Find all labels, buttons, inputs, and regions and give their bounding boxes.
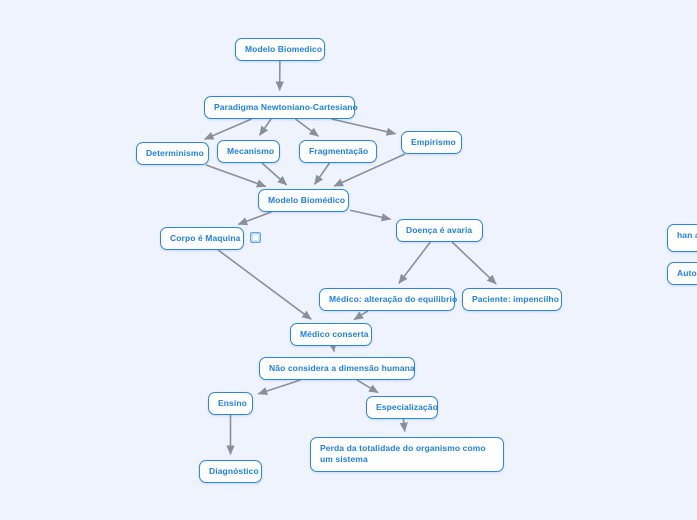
node-medico-conserta[interactable]: Médico conserta	[290, 323, 372, 347]
node-paradigma[interactable]: Paradigma Newtoniano-Cartesiano	[204, 96, 358, 120]
attachment-icon[interactable]	[250, 232, 261, 243]
node-label: Paciente: impencilho	[472, 294, 560, 304]
node-label: Especialização	[376, 402, 438, 412]
node-especializacao[interactable]: Especialização	[366, 396, 438, 420]
node-fragmentacao[interactable]: Fragmentação	[299, 140, 377, 164]
edge-doenca-e-avaria-to-paciente-impencilho	[451, 241, 497, 285]
edge-paradigma-to-fragmentacao	[294, 118, 319, 137]
edge-paradigma-to-empirismo	[331, 118, 397, 136]
edge-nao-considera-to-ensino	[257, 379, 301, 396]
node-ensino[interactable]: Ensino	[208, 392, 253, 416]
node-label: Perda da totalidade do organismo como um…	[320, 443, 486, 465]
edge-paradigma-to-mecanismo	[258, 118, 272, 136]
node-determinismo[interactable]: Determinismo	[136, 142, 209, 166]
node-label: Empirismo	[411, 137, 456, 147]
node-label: Médico conserta	[300, 329, 369, 339]
node-label: Corpo é Maquina	[170, 233, 241, 243]
node-modelo-biomedico-2[interactable]: Modelo Biomédico	[258, 189, 349, 213]
node-label: Doença é avaria	[406, 225, 473, 235]
node-label: Modelo Biomédico	[268, 195, 346, 205]
node-empirismo[interactable]: Empirismo	[401, 131, 462, 155]
node-label: Determinismo	[146, 148, 204, 158]
edge-determinismo-to-modelo-biomedico-2	[205, 164, 267, 188]
node-offscreen-han-am[interactable]: han am	[667, 224, 697, 252]
node-label: han am	[677, 230, 697, 240]
node-label: Auto-	[677, 268, 697, 278]
edge-modelo-biomedico-2-to-corpo-e-maquina	[237, 211, 272, 226]
edge-especializacao-to-perda-totalidade	[399, 418, 408, 433]
edge-mecanismo-to-modelo-biomedico-2	[261, 162, 288, 186]
node-mecanismo[interactable]: Mecanismo	[217, 140, 280, 164]
node-label: Diagnóstico	[209, 466, 259, 476]
node-label: Paradigma Newtoniano-Cartesiano	[214, 102, 358, 112]
edge-medico-alteracao-to-medico-conserta	[353, 310, 369, 321]
node-doenca-e-avaria[interactable]: Doença é avaria	[396, 219, 483, 243]
node-offscreen-auto[interactable]: Auto-	[667, 262, 697, 286]
node-diagnostico[interactable]: Diagnóstico	[199, 460, 262, 484]
node-label: Ensino	[218, 398, 247, 408]
node-label: Médico: alteração do equilibrio	[329, 294, 458, 304]
edge-corpo-e-maquina-to-medico-conserta	[217, 249, 312, 320]
edge-nao-considera-to-especializacao	[356, 379, 379, 394]
node-label: Modelo Biomedico	[245, 44, 323, 54]
node-perda-totalidade[interactable]: Perda da totalidade do organismo como um…	[310, 437, 504, 472]
edge-paradigma-to-determinismo	[203, 118, 252, 140]
edge-medico-conserta-to-nao-considera	[328, 342, 337, 353]
node-label: Não considera a dimensão humana	[269, 363, 415, 373]
edge-doenca-e-avaria-to-medico-alteracao	[398, 241, 432, 284]
node-paciente-impencilho[interactable]: Paciente: impencilho	[462, 288, 562, 312]
edge-fragmentacao-to-modelo-biomedico-2	[313, 162, 331, 185]
edge-modelo-biomedico-2-to-doenca-e-avaria	[349, 209, 392, 222]
node-nao-considera[interactable]: Não considera a dimensão humana	[259, 357, 415, 381]
node-corpo-e-maquina[interactable]: Corpo é Maquina	[160, 227, 244, 251]
node-label: Mecanismo	[227, 146, 275, 156]
node-label: Fragmentação	[309, 146, 369, 156]
node-medico-alteracao[interactable]: Médico: alteração do equilibrio	[319, 288, 458, 312]
node-modelo-biomedico-top[interactable]: Modelo Biomedico	[235, 38, 325, 62]
